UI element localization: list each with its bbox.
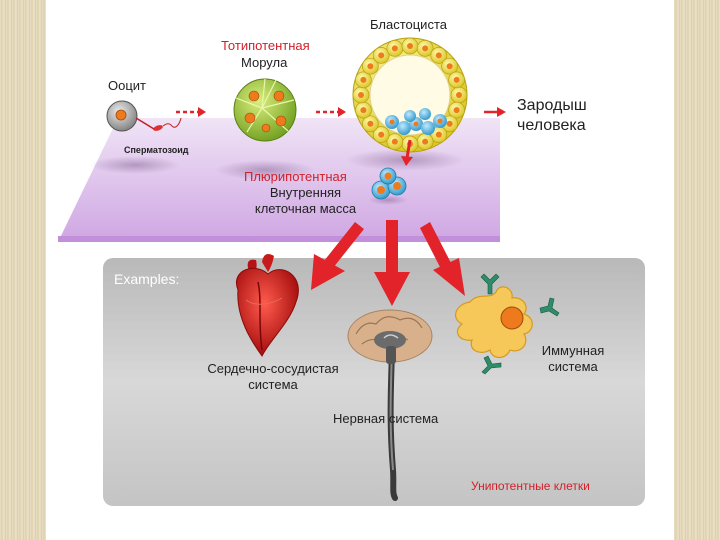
sperm-label: Сперматозоид: [124, 145, 189, 155]
arrow-blastocyst-to-embryo: [484, 107, 506, 117]
immune-system-line2: система: [537, 359, 609, 375]
blastocyst-label: Бластоциста: [370, 17, 447, 32]
blastocyst-icon: [353, 38, 467, 152]
cardiovascular-line1: Сердечно-сосудистая: [198, 361, 348, 377]
morula-icon: [234, 79, 296, 141]
embryo-label-line1: Зародыш: [517, 96, 587, 116]
immune-system-label: Иммунная система: [537, 343, 609, 375]
cardiovascular-label: Сердечно-сосудистая система: [198, 361, 348, 393]
arrow-oocyte-to-morula: [176, 107, 206, 117]
oocyte-icon: [107, 101, 137, 131]
immune-system-line1: Иммунная: [537, 343, 609, 359]
inner-cell-mass-line1: Внутренняя: [248, 185, 363, 201]
nervous-system-label: Нервная система: [333, 411, 438, 426]
embryo-label: Зародыш человека: [517, 96, 587, 136]
examples-panel: [103, 258, 645, 506]
arrow-morula-to-blastocyst: [316, 107, 346, 117]
inner-cell-mass-label: Внутренняя клеточная масса: [248, 185, 363, 217]
inner-cell-mass-line2: клеточная масса: [248, 201, 363, 217]
pluripotent-label: Плюрипотентная: [244, 169, 347, 184]
totipotent-label: Тотипотентная: [221, 38, 310, 53]
unipotent-label: Унипотентные клетки: [471, 479, 590, 493]
embryo-label-line2: человека: [517, 116, 587, 136]
examples-label: Examples:: [114, 271, 179, 287]
oocyte-label: Ооцит: [108, 78, 146, 93]
morula-label: Морула: [241, 55, 287, 70]
cardiovascular-line2: система: [198, 377, 348, 393]
